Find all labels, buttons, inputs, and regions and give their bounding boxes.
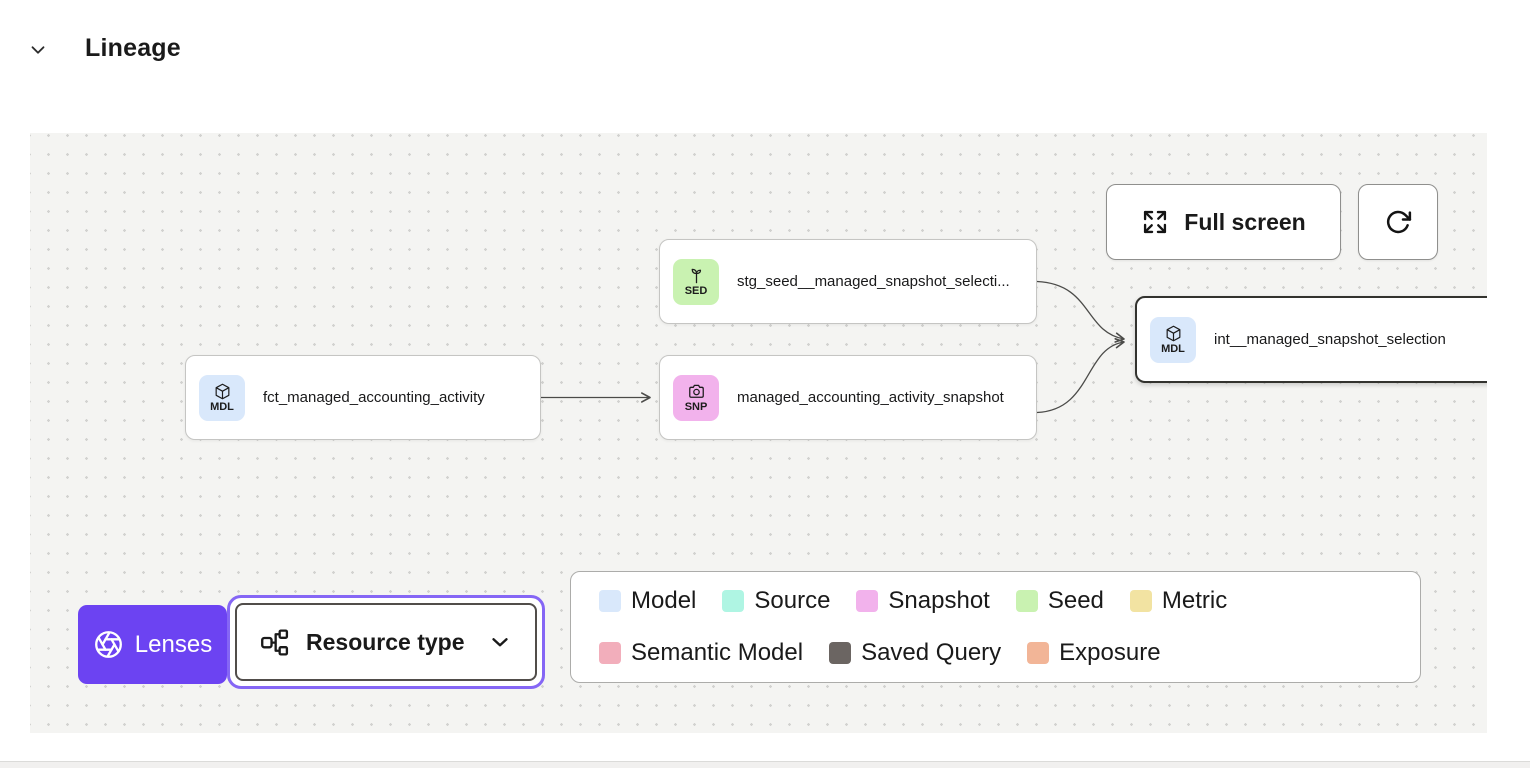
legend-item-seed: Seed	[1015, 586, 1104, 616]
resource-type-focus-ring: Resource type	[227, 595, 545, 689]
edge-seed-to-int	[1036, 280, 1125, 343]
node-label: stg_seed__managed_snapshot_selecti...	[737, 273, 1010, 290]
legend-label: Semantic Model	[631, 639, 804, 666]
node-label: int__managed_snapshot_selection	[1214, 331, 1446, 348]
cube-icon	[1164, 324, 1183, 343]
resource-type-dropdown[interactable]: Resource type	[235, 603, 537, 681]
snapshot-swatch	[856, 590, 879, 612]
chevron-down-icon	[487, 629, 513, 655]
legend-label: Seed	[1047, 587, 1104, 614]
legend-item-exposure: Exposure	[1027, 638, 1161, 668]
legend-label: Saved Query	[861, 639, 1002, 666]
legend-item-saved-query: Saved Query	[829, 638, 1001, 668]
lineage-node-managed-accounting-activity-snapshot[interactable]: SNP managed_accounting_activity_snapshot	[659, 355, 1037, 440]
edge-snapshot-to-int	[1036, 338, 1125, 414]
lineage-node-fct-managed-accounting-activity[interactable]: MDL fct_managed_accounting_activity	[185, 355, 541, 440]
badge-label: SED	[684, 284, 708, 297]
node-label: managed_accounting_activity_snapshot	[737, 389, 1004, 406]
graph-icon	[259, 627, 290, 658]
legend-item-model: Model	[599, 586, 696, 616]
legend-item-source: Source	[722, 586, 830, 616]
sprout-icon	[687, 266, 706, 285]
legend-item-snapshot: Snapshot	[856, 586, 990, 616]
lineage-header: Lineage	[0, 0, 1530, 100]
section-divider	[0, 761, 1530, 768]
semantic-model-swatch	[599, 642, 621, 664]
resource-type-label: Resource type	[306, 628, 465, 655]
refresh-button[interactable]	[1358, 184, 1438, 260]
legend-label: Source	[754, 587, 831, 614]
model-swatch	[599, 590, 621, 612]
model-badge: MDL	[1150, 316, 1196, 363]
legend-label: Metric	[1161, 587, 1228, 614]
full-screen-button[interactable]: Full screen	[1106, 184, 1341, 260]
seed-badge: SED	[673, 258, 719, 305]
exposure-swatch	[1027, 642, 1050, 664]
legend-label: Snapshot	[888, 587, 990, 614]
full-screen-label: Full screen	[1184, 208, 1306, 235]
snapshot-badge: SNP	[673, 374, 719, 421]
legend-label: Model	[631, 587, 697, 614]
metric-swatch	[1129, 590, 1152, 612]
badge-label: MDL	[1161, 342, 1185, 355]
badge-label: MDL	[210, 400, 234, 413]
page-title: Lineage	[85, 34, 181, 62]
lenses-label: Lenses	[134, 630, 213, 658]
legend-item-metric: Metric	[1129, 586, 1228, 616]
lineage-node-int-managed-snapshot-selection[interactable]: MDL int__managed_snapshot_selection	[1135, 296, 1487, 383]
model-badge: MDL	[199, 374, 245, 421]
refresh-icon	[1383, 207, 1413, 237]
saved-query-swatch	[829, 642, 852, 664]
aperture-icon	[93, 629, 124, 660]
cube-icon	[213, 382, 232, 401]
lineage-node-stg-seed-managed-snapshot-selection[interactable]: SED stg_seed__managed_snapshot_selecti..…	[659, 239, 1037, 324]
lenses-button[interactable]: Lenses	[78, 605, 227, 684]
node-label: fct_managed_accounting_activity	[263, 389, 485, 406]
badge-label: SNP	[684, 400, 708, 413]
expand-icon	[1141, 208, 1169, 236]
legend-label: Exposure	[1059, 639, 1161, 666]
resource-type-legend: Model Source Snapshot Seed Metric Semant…	[570, 571, 1421, 683]
seed-swatch	[1015, 590, 1038, 612]
collapse-chevron-icon[interactable]	[27, 39, 49, 61]
legend-item-semantic-model: Semantic Model	[599, 638, 803, 668]
source-swatch	[722, 590, 745, 612]
camera-icon	[687, 382, 706, 401]
lineage-canvas[interactable]: MDL fct_managed_accounting_activity SED …	[30, 133, 1487, 733]
